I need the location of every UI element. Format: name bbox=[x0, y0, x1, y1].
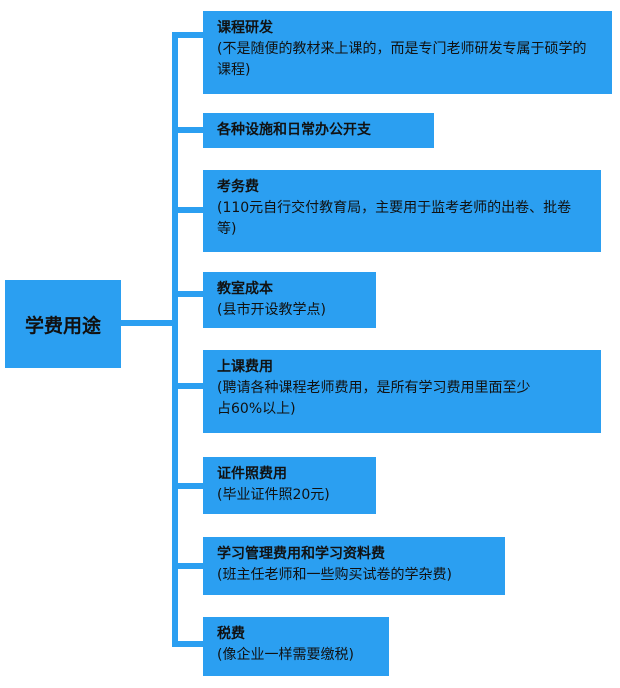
node-title: 上课费用 bbox=[217, 359, 273, 375]
branch-line bbox=[172, 563, 204, 569]
branch-line bbox=[172, 127, 204, 133]
node-title: 各种设施和日常办公开支 bbox=[217, 122, 371, 138]
branch-line bbox=[172, 483, 204, 489]
node-course-development: 课程研发 (不是随便的教材来上课的，而是专门老师研发专属于硕学的课程) bbox=[203, 11, 612, 94]
node-detail: (县市开设教学点) bbox=[217, 302, 326, 318]
node-title: 学习管理费用和学习资料费 bbox=[217, 546, 385, 562]
node-title: 考务费 bbox=[217, 179, 259, 195]
branch-line bbox=[172, 383, 204, 389]
root-node: 学费用途 bbox=[5, 280, 121, 368]
branch-line bbox=[172, 207, 204, 213]
node-management-materials-fee: 学习管理费用和学习资料费 (班主任老师和一些购买试卷的学杂费) bbox=[203, 537, 505, 595]
node-detail: (聘请各种课程老师费用，是所有学习费用里面至少占60%以上) bbox=[217, 380, 531, 417]
node-teaching-fee: 上课费用 (聘请各种课程老师费用，是所有学习费用里面至少占60%以上) bbox=[203, 350, 601, 433]
branch-line bbox=[172, 32, 204, 38]
node-facilities-office: 各种设施和日常办公开支 bbox=[203, 113, 434, 148]
node-title: 课程研发 bbox=[217, 20, 273, 36]
trunk-line bbox=[172, 32, 178, 646]
branch-line bbox=[172, 291, 204, 297]
node-title: 税费 bbox=[217, 626, 245, 642]
node-detail: (班主任老师和一些购买试卷的学杂费) bbox=[217, 567, 452, 583]
node-detail: (110元自行交付教育局，主要用于监考老师的出卷、批卷等) bbox=[217, 200, 572, 237]
root-connector bbox=[121, 320, 176, 326]
node-detail: (像企业一样需要缴税) bbox=[217, 647, 354, 663]
node-title: 教室成本 bbox=[217, 281, 273, 297]
node-classroom-cost: 教室成本 (县市开设教学点) bbox=[203, 272, 376, 328]
branch-line bbox=[172, 641, 204, 647]
node-tax: 税费 (像企业一样需要缴税) bbox=[203, 617, 389, 676]
node-id-photo-fee: 证件照费用 (毕业证件照20元) bbox=[203, 457, 376, 514]
node-exam-fee: 考务费 (110元自行交付教育局，主要用于监考老师的出卷、批卷等) bbox=[203, 170, 601, 252]
node-detail: (不是随便的教材来上课的，而是专门老师研发专属于硕学的课程) bbox=[217, 41, 587, 78]
node-detail: (毕业证件照20元) bbox=[217, 487, 330, 503]
node-title: 证件照费用 bbox=[217, 466, 287, 482]
